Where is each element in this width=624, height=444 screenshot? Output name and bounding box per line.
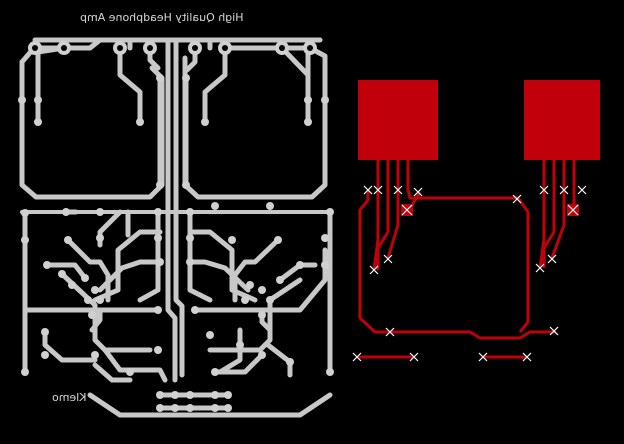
trace-center-a: [165, 37, 178, 383]
trace-bottom-rail: [87, 392, 333, 418]
board-author: Klemo: [52, 391, 87, 404]
board-title: High Quality Headphone Amp: [80, 11, 244, 24]
pad-heatsink-left: [358, 80, 438, 160]
via-markers: [352, 185, 587, 362]
pad-heatsink-right: [524, 80, 600, 160]
trace-red-main: [358, 190, 556, 340]
top-copper-layer: [358, 80, 600, 359]
